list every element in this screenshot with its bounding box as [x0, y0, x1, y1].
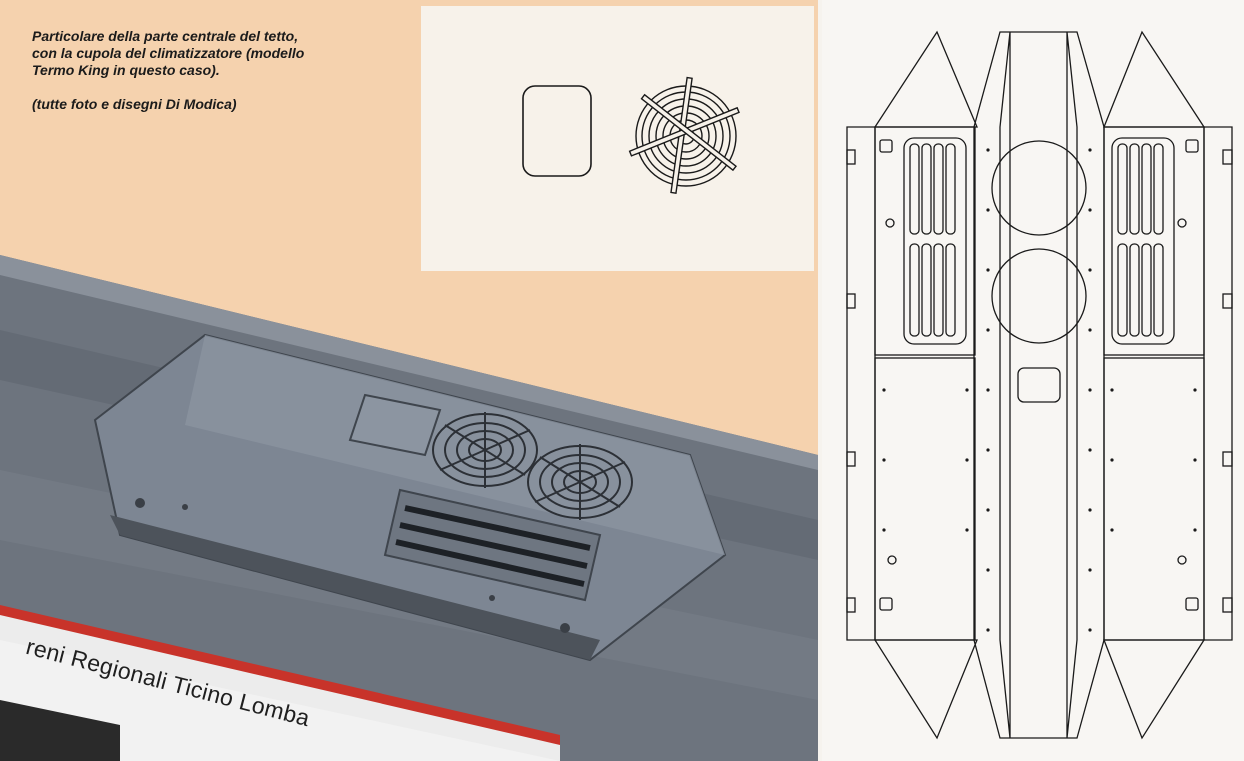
caption-line-2: con la cupola del climatizzatore (modell…: [32, 45, 305, 61]
fan-grille-icon: [628, 76, 740, 194]
caption-line-1: Particolare della parte centrale del tet…: [32, 28, 299, 44]
roof-plan-drawing: [846, 30, 1233, 740]
louvre-grille-right: [1111, 137, 1175, 345]
hatch-icon: [1017, 367, 1061, 403]
roof-photo: [0, 255, 818, 761]
technical-drawing-panel: [822, 0, 1244, 761]
inset-drawing-panel: [421, 6, 814, 271]
hatch-icon: [522, 85, 592, 177]
photo-panel: Particolare della parte centrale del tet…: [0, 0, 818, 761]
fan-grille-icon: [527, 444, 633, 520]
louvre-grille-left: [903, 137, 967, 345]
louvre-grille: [383, 488, 602, 602]
fan-grille-icon: [432, 412, 538, 488]
figure-caption: Particolare della parte centrale del tet…: [32, 28, 402, 113]
inset-drawing: [522, 76, 740, 194]
caption-credit: (tutte foto e disegni Di Modica): [32, 96, 237, 112]
caption-line-3: Termo King in questo caso).: [32, 62, 220, 78]
hatch-icon: [348, 393, 442, 457]
